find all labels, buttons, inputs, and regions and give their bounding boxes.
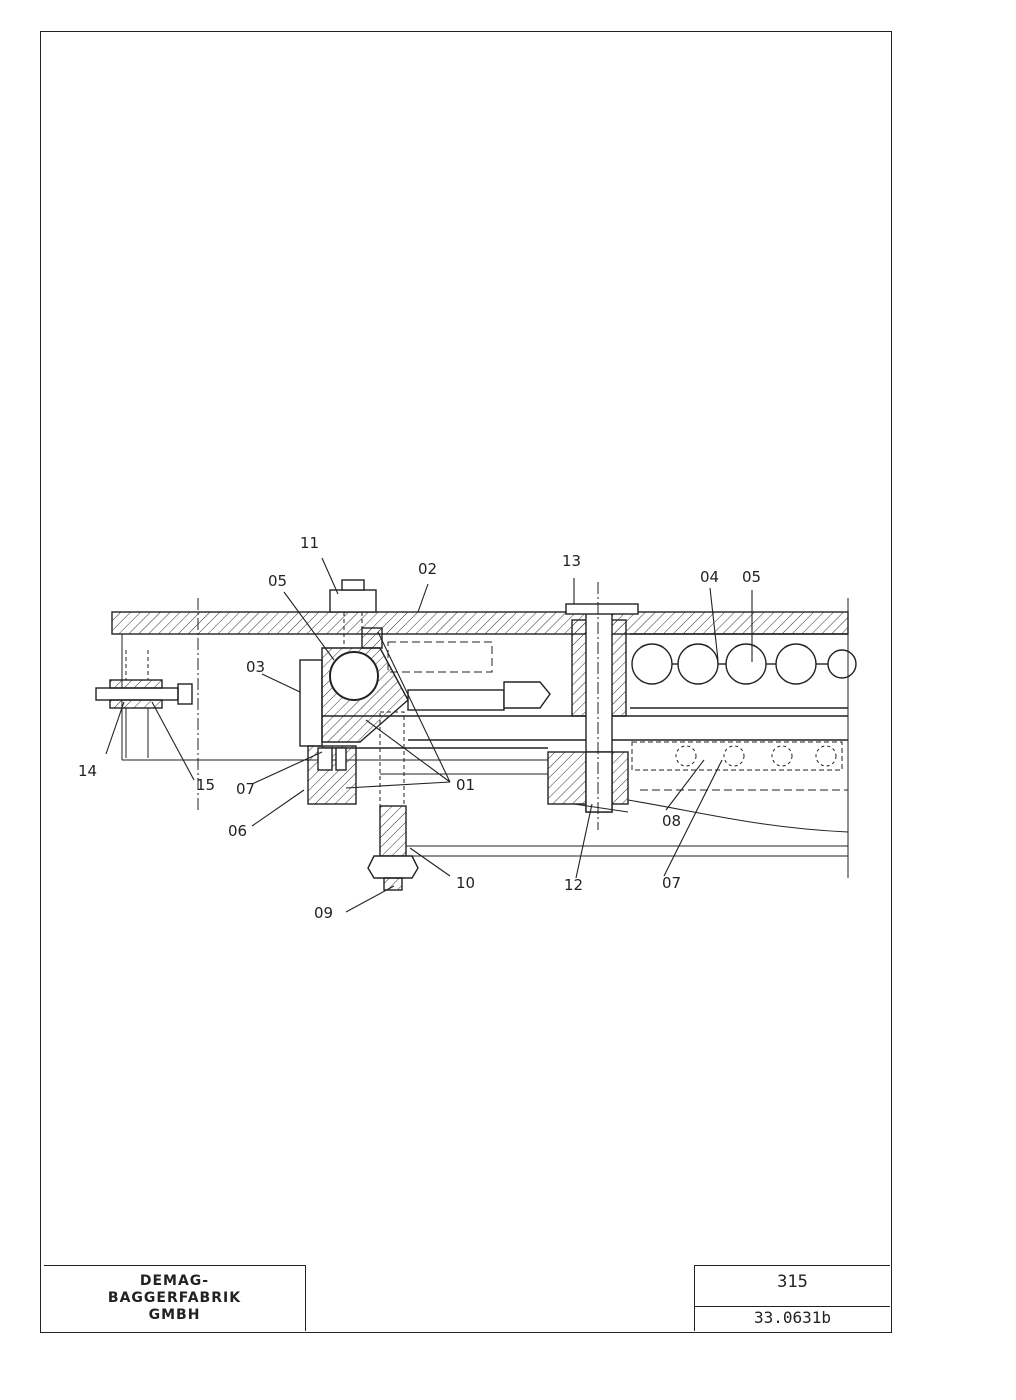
nut: [367, 855, 419, 879]
company-line: BAGGERFABRIK: [107, 1290, 242, 1306]
label-10: 10: [456, 874, 475, 892]
bolt-11: [329, 589, 377, 613]
label-06: 06: [228, 822, 247, 840]
chain-08: [631, 741, 843, 771]
ball-05: [329, 651, 379, 701]
divider: [695, 1306, 890, 1307]
label-14: 14: [78, 762, 97, 780]
label-05-right: 05: [742, 568, 761, 586]
roller: [677, 643, 719, 685]
company-line: DEMAG-: [139, 1273, 210, 1289]
screw-10: [379, 805, 407, 857]
company-title-block: DEMAG- BAGGERFABRIK GMBH: [44, 1265, 306, 1331]
label-07-left: 07: [236, 780, 255, 798]
label-01: 01: [456, 776, 475, 794]
block-06: [307, 745, 357, 805]
sheet-number: 315: [777, 1272, 808, 1292]
label-07-right: 07: [662, 874, 681, 892]
label-09: 09: [314, 904, 333, 922]
label-03: 03: [246, 658, 265, 676]
roller: [827, 649, 857, 679]
label-02: 02: [418, 560, 437, 578]
drawing-number-block: 315 33.0631b: [694, 1265, 890, 1331]
label-13: 13: [562, 552, 581, 570]
label-15: 15: [196, 776, 215, 794]
label-04: 04: [700, 568, 719, 586]
label-12: 12: [564, 876, 583, 894]
label-11: 11: [300, 534, 319, 552]
left-bolt: [95, 687, 179, 701]
top-rail: [111, 611, 849, 635]
drawing-border: [40, 31, 892, 1333]
roller: [775, 643, 817, 685]
label-08: 08: [662, 812, 681, 830]
roller: [725, 643, 767, 685]
plate-03: [299, 659, 323, 747]
company-line: GMBH: [148, 1307, 201, 1323]
roller: [631, 643, 673, 685]
label-05-left: 05: [268, 572, 287, 590]
drawing-number: 33.0631b: [753, 1308, 832, 1327]
